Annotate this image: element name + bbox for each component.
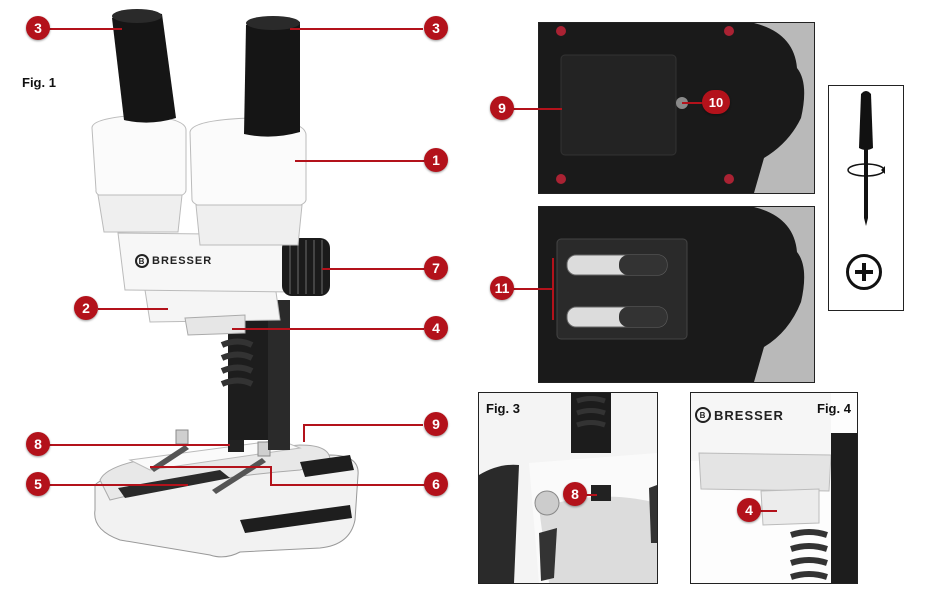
callout-8: 8	[26, 432, 50, 456]
battery-compartment-photo	[539, 207, 814, 382]
brand-text: BRESSER	[152, 255, 213, 267]
callout-6: 6	[424, 472, 448, 496]
callout-5: 5	[26, 472, 50, 496]
microscope-brand: B BRESSER	[135, 254, 212, 268]
leader-6	[270, 484, 425, 486]
fig1-label: Fig. 1	[22, 75, 56, 90]
leader-3b	[290, 28, 423, 30]
screwdriver-illustration	[847, 91, 885, 226]
callout-7: 7	[424, 256, 448, 280]
fig4-label: Fig. 4	[817, 401, 851, 416]
fig4-photo	[691, 393, 857, 583]
leader-top-9	[512, 108, 562, 110]
callout-11: 11	[490, 276, 514, 300]
leader-5	[48, 484, 188, 486]
callout-fig3-8: 8	[563, 482, 587, 506]
callout-top-10: 10	[702, 90, 730, 114]
leader-top-10	[682, 102, 704, 104]
leader-1	[295, 160, 425, 162]
callout-top-9: 9	[490, 96, 514, 120]
fig4-panel: B BRESSER Fig. 4 4	[690, 392, 858, 584]
leader-2	[98, 308, 168, 310]
leader-fig3-8	[585, 494, 597, 496]
bresser-logo-icon: B	[135, 254, 149, 268]
battery-cover-panel	[538, 22, 815, 194]
leader-6b	[150, 466, 272, 468]
leader-9	[303, 424, 423, 426]
leader-11-v	[552, 258, 554, 320]
leader-fig4-4	[759, 510, 777, 512]
fig4-brand: B BRESSER	[695, 407, 784, 423]
leader-7	[322, 268, 425, 270]
phillips-plus-icon	[846, 254, 882, 290]
callout-9: 9	[424, 412, 448, 436]
leader-9-down	[303, 424, 305, 442]
leader-4	[232, 328, 424, 330]
callout-2: 2	[74, 296, 98, 320]
leader-6-v	[270, 466, 272, 485]
callout-3-right: 3	[424, 16, 448, 40]
callout-4: 4	[424, 316, 448, 340]
leader-11	[512, 288, 552, 290]
leader-8	[48, 444, 230, 446]
fig3-label: Fig. 3	[486, 401, 520, 416]
fig3-panel: Fig. 3 8	[478, 392, 658, 584]
fig4-brand-text: BRESSER	[714, 407, 784, 423]
screwdriver-panel	[828, 85, 904, 311]
callout-fig4-4: 4	[737, 498, 761, 522]
microscope-photo	[91, 9, 359, 558]
battery-compartment-panel	[538, 206, 815, 383]
leader-3a	[48, 28, 122, 30]
callout-3-left: 3	[26, 16, 50, 40]
callout-1: 1	[424, 148, 448, 172]
battery-cover-photo	[539, 23, 814, 193]
fig4-bresser-logo-icon: B	[695, 407, 711, 423]
